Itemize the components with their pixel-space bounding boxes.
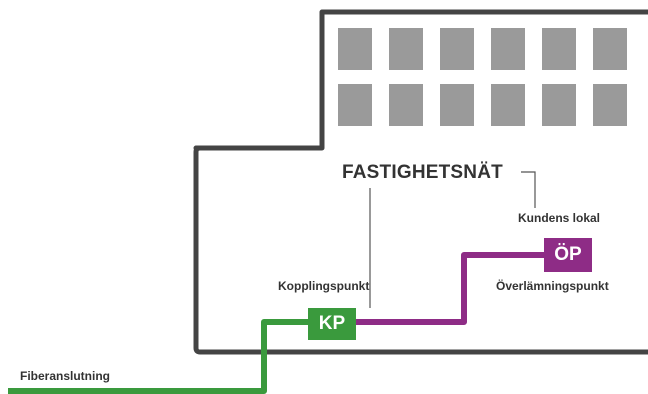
- leader-line-title-op: [521, 171, 536, 208]
- window: [338, 28, 372, 70]
- window: [338, 84, 372, 126]
- window: [542, 84, 576, 126]
- op-box-label: ÖP: [554, 244, 582, 265]
- window: [389, 28, 423, 70]
- window: [491, 84, 525, 126]
- kp-box: [308, 308, 356, 340]
- window: [440, 84, 474, 126]
- window: [542, 28, 576, 70]
- window: [491, 28, 525, 70]
- op-box: [544, 238, 592, 272]
- property-network-title: FASTIGHETSNÄT: [342, 162, 503, 183]
- kp-box-label: KP: [318, 313, 346, 334]
- building-windows: [338, 28, 627, 126]
- building-outline: [193, 9, 648, 355]
- property-network-line: [356, 252, 546, 325]
- customer-premises-caption: Kundens lokal: [518, 211, 601, 225]
- window: [593, 84, 627, 126]
- window: [593, 28, 627, 70]
- fiber-line: [8, 319, 310, 394]
- handover-point-caption: Överlämningspunkt: [496, 279, 609, 293]
- fiber-connection-caption: Fiberanslutning: [20, 369, 110, 383]
- window: [389, 84, 423, 126]
- window: [440, 28, 474, 70]
- connection-point-caption: Kopplingspunkt: [278, 279, 370, 293]
